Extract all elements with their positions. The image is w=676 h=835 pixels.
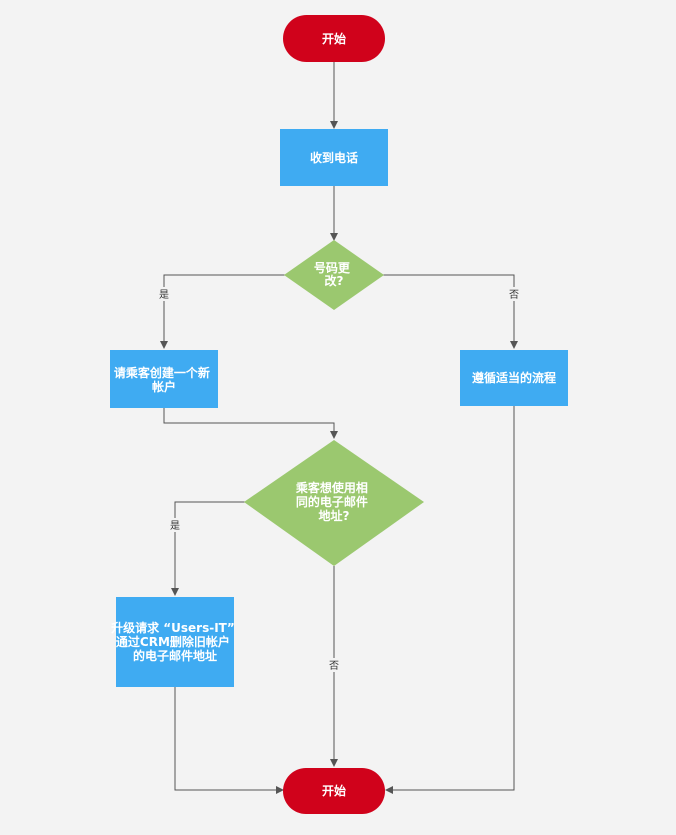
edge-label-number-yes: 是 — [159, 289, 169, 301]
create-account-label-line-1: 请乘客创建一个新 — [114, 365, 210, 380]
edge-decision-yes-to-create — [160, 274, 286, 349]
number-changed-label-line-1: 号码更 — [314, 260, 351, 275]
start-node[interactable]: 开始 — [283, 15, 385, 62]
edge-create-to-email-decision — [163, 408, 338, 439]
same-email-label-line-3: 地址? — [319, 508, 350, 523]
end-label: 开始 — [322, 783, 346, 798]
edge-label-email-no: 否 — [329, 660, 339, 672]
receive-call-node[interactable]: 收到电话 — [280, 129, 388, 186]
receive-call-label: 收到电话 — [310, 150, 358, 165]
escalate-label-line-3: 的电子邮件地址 — [133, 648, 217, 663]
escalate-node[interactable]: 升级请求 “Users-IT” 通过CRM删除旧帐户 的电子邮件地址 — [111, 597, 239, 687]
follow-process-node[interactable]: 遵循适当的流程 — [460, 350, 568, 406]
svg-text:请乘客创建一个新 帐户: 请乘客创建一个新 帐户 — [114, 365, 214, 394]
edge-labels: 是 否 是 否 — [157, 287, 521, 672]
svg-text:升级请求 “Users-IT” 通过CRM删除旧: 升级请求 “Users-IT” 通过CRM删除旧帐户 的电子邮件地址 — [111, 620, 239, 663]
svg-text:乘客想使用相 同的电子邮件 地址?: 乘客想使用相 同的电子邮件 地址? — [295, 480, 372, 523]
end-node[interactable]: 开始 — [283, 768, 385, 814]
same-email-decision[interactable]: 乘客想使用相 同的电子邮件 地址? — [244, 440, 424, 566]
same-email-label-line-2: 同的电子邮件 — [296, 494, 368, 509]
start-label: 开始 — [322, 31, 346, 46]
escalate-label-line-1: 升级请求 “Users-IT” — [111, 620, 235, 635]
svg-text:收到电话: 收到电话 — [310, 150, 358, 165]
escalate-label-line-2: 通过CRM删除旧帐户 — [116, 634, 230, 649]
number-changed-label-line-2: 改? — [325, 273, 344, 288]
edge-label-email-yes: 是 — [170, 520, 180, 532]
create-account-label-line-2: 帐户 — [152, 379, 176, 394]
same-email-label-line-1: 乘客想使用相 — [295, 480, 368, 495]
create-account-node[interactable]: 请乘客创建一个新 帐户 — [110, 350, 218, 408]
svg-text:号码更 改?: 号码更 改? — [314, 260, 354, 288]
svg-text:遵循适当的流程: 遵循适当的流程 — [472, 370, 556, 385]
svg-text:开始: 开始 — [322, 31, 346, 46]
number-changed-decision[interactable]: 号码更 改? — [284, 240, 384, 310]
follow-process-label: 遵循适当的流程 — [472, 370, 556, 385]
edge-decision-no-to-follow — [382, 274, 518, 349]
svg-text:开始: 开始 — [322, 783, 346, 798]
edge-email-yes-to-escalate — [171, 501, 246, 596]
edge-label-number-no: 否 — [509, 289, 519, 301]
edge-escalate-to-end — [174, 687, 284, 794]
edge-follow-to-end — [385, 406, 515, 794]
edges — [160, 62, 518, 794]
